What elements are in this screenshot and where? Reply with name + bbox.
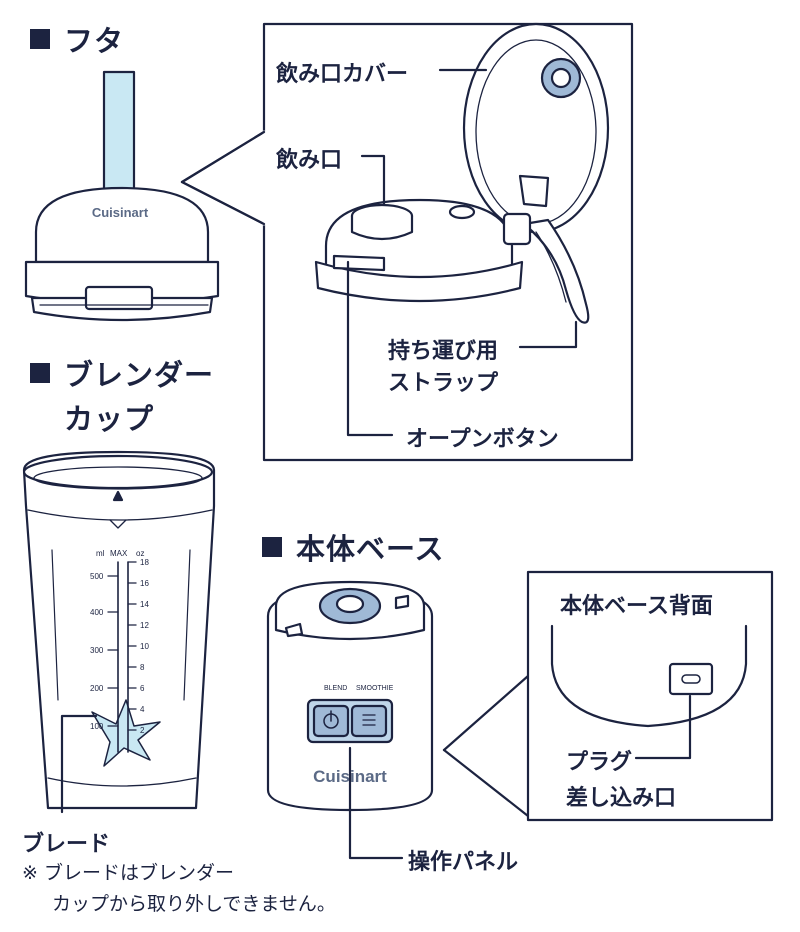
base-callout-wedge-bottom (442, 748, 530, 818)
leader-spout (360, 154, 386, 206)
note-line1: ※ ブレードはブレンダー (22, 862, 234, 884)
heading-square-icon (30, 363, 50, 383)
heading-blender-cup: ブレンダー (30, 352, 214, 394)
label-open-button: オープンボタン (406, 427, 559, 452)
label-strap-line2: ストラップ (388, 371, 499, 396)
scale-oz-2: 2 (140, 726, 145, 735)
cup-scale-ticks (107, 561, 137, 731)
base-callout-wedge-top (442, 674, 530, 752)
label-base-back: 本体ベース背面 (560, 594, 713, 619)
lid-detail-illustration (314, 22, 610, 324)
heading-lid: フタ (30, 18, 124, 60)
scale-oz-14: 14 (140, 600, 149, 609)
scale-oz-18: 18 (140, 558, 149, 567)
label-strap-line1: 持ち運び用 (388, 339, 499, 364)
note-line2: カップから取り外しできません。 (52, 893, 336, 915)
base-back-illustration (550, 624, 748, 728)
scale-max: MAX (110, 549, 128, 558)
scale-ml-400: 400 (90, 608, 104, 617)
scale-ml-200: 200 (90, 684, 104, 693)
heading-base: 本体ベース (262, 526, 445, 568)
scale-oz-4: 4 (140, 705, 145, 714)
scale-ml-300: 300 (90, 646, 104, 655)
label-spout-cover: 飲み口カバー (276, 62, 409, 87)
label-control-panel: 操作パネル (408, 850, 519, 875)
base-back-box (526, 570, 774, 822)
leader-blade (60, 714, 98, 814)
cup-scale-labels: ml MAX oz 500 400 300 200 100 18 16 14 1… (90, 549, 149, 735)
lid-illustration: Cuisinart (24, 70, 220, 322)
scale-ml-unit: ml (96, 549, 105, 558)
blender-cup-illustration (22, 450, 216, 810)
scale-oz-unit: oz (136, 549, 144, 558)
scale-oz-8: 8 (140, 663, 145, 672)
leader-control-panel (348, 746, 404, 860)
scale-oz-10: 10 (140, 642, 149, 651)
scale-ml-100: 100 (90, 722, 104, 731)
label-spout: 飲み口 (276, 148, 343, 173)
scale-oz-12: 12 (140, 621, 149, 630)
scale-oz-16: 16 (140, 579, 149, 588)
scale-ml-500: 500 (90, 572, 104, 581)
heading-square-icon (262, 537, 282, 557)
leader-open-button (346, 260, 394, 437)
leader-strap (518, 320, 578, 349)
lid-brand-text: Cuisinart (92, 205, 149, 220)
base-illustration: BLEND SMOOTHIE Cuisinart (266, 580, 434, 812)
leader-plug (634, 694, 692, 760)
label-blade: ブレード (22, 832, 111, 857)
label-plug-line2: 差し込み口 (566, 786, 677, 811)
blend-text: BLEND (324, 685, 347, 692)
smoothie-text: SMOOTHIE (356, 685, 394, 692)
heading-square-icon (30, 29, 50, 49)
heading-blender-cup-line2: カップ (64, 402, 155, 436)
label-plug-line1: プラグ (566, 750, 633, 775)
scale-oz-6: 6 (140, 684, 145, 693)
